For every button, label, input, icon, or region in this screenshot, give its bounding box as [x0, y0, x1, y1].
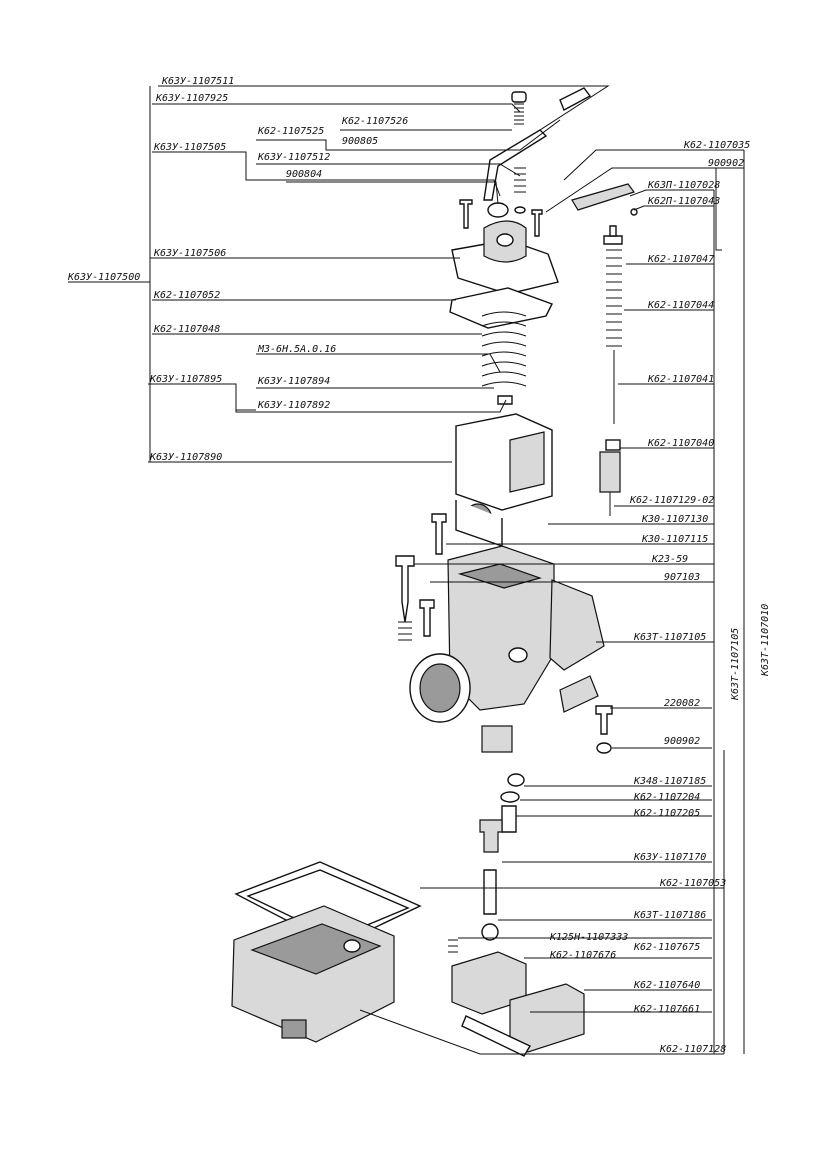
o-ring — [507, 773, 525, 787]
needle-clip — [497, 395, 513, 405]
float-pin — [448, 939, 458, 953]
screw-left — [459, 199, 473, 229]
label-r8: К62-1107040 — [647, 438, 714, 449]
pin — [630, 208, 638, 216]
choke-lever — [483, 129, 548, 201]
label-r6: К62-1107044 — [647, 300, 714, 311]
throttle-valve-spring — [481, 311, 527, 387]
label-l9: К63У-1107506 — [153, 248, 226, 259]
label-r19: К62-1107205 — [633, 808, 700, 819]
needle-jet — [501, 805, 517, 833]
label-r9: К62-1107129-02 — [629, 495, 714, 506]
small-spring — [514, 167, 526, 193]
label-l4: К62-1107525 — [257, 126, 324, 137]
carburetor-body — [409, 545, 605, 753]
mixing-chamber-cover — [451, 220, 559, 295]
washer-a — [500, 791, 520, 803]
label-l16: К63У-1107892 — [257, 400, 330, 411]
mixture-screw — [419, 599, 435, 637]
label-r7: К62-1107041 — [647, 374, 714, 385]
label-r4: К62П-1107043 — [647, 196, 720, 207]
label-vertical-2: К63Т-1107010 — [760, 604, 771, 677]
label-r5: К62-1107047 — [647, 254, 714, 265]
label-l7: К63У-1107512 — [257, 152, 330, 163]
main-jet — [481, 923, 499, 941]
label-r3: К63П-1107028 — [647, 180, 720, 191]
leader-lines — [68, 85, 745, 1055]
label-l1: К63У-1107511 — [161, 76, 234, 87]
float-bowl — [231, 861, 422, 1043]
label-r26: К62-1107640 — [633, 980, 700, 991]
label-l2: К63У-1107925 — [155, 93, 228, 104]
float-right — [461, 983, 585, 1057]
label-r13: 907103 — [664, 572, 700, 583]
label-l3: К62-1107526 — [341, 116, 408, 127]
jet-holder — [479, 819, 503, 915]
label-l14: К63У-1107895 — [149, 374, 222, 385]
label-l15: К63У-1107894 — [257, 376, 330, 387]
small-nut — [487, 202, 509, 218]
label-l6: К63У-1107505 — [153, 142, 226, 153]
label-r10: К30-1107130 — [641, 514, 708, 525]
label-r16: 900902 — [664, 736, 700, 747]
choke-needle-assembly — [599, 225, 623, 516]
throttle-slide — [455, 413, 553, 547]
label-vertical-1: К63Т-1107105 — [730, 628, 741, 701]
label-r11: К30-1107115 — [641, 534, 708, 545]
label-r1: К62-1107035 — [683, 140, 750, 151]
idle-jet — [431, 513, 447, 555]
label-r21: К62-1107053 — [659, 878, 726, 889]
label-l8: 900804 — [286, 169, 322, 180]
label-r25: К62-1107676 — [549, 950, 616, 961]
label-l13: М3-6Н.5А.0.16 — [257, 344, 336, 355]
label-l17: К63У-1107890 — [149, 452, 222, 463]
label-r2: 900902 — [708, 158, 744, 169]
idle-spring — [398, 621, 412, 641]
label-r28: К62-1107128 — [659, 1044, 726, 1055]
part-labels: К63У-1107511 К63У-1107925 К62-1107526 К6… — [67, 76, 771, 1055]
label-l10: К63У-1107500 — [67, 272, 140, 283]
parts-drawing — [231, 87, 638, 1057]
label-r12: К23-59 — [651, 554, 688, 565]
screw-right — [531, 209, 543, 237]
cover-gasket — [449, 287, 553, 329]
label-r23: К125Н-1107333 — [549, 932, 628, 943]
label-r24: К62-1107675 — [633, 942, 700, 953]
cable-bracket — [559, 87, 592, 111]
ring-washer — [596, 742, 612, 754]
idle-screw — [395, 555, 415, 623]
top-adjust-screw — [511, 91, 527, 125]
label-l5: 900805 — [342, 136, 378, 147]
choke-plunger-lever — [571, 183, 635, 211]
label-r27: К62-1107661 — [633, 1004, 700, 1015]
label-r14: К63Т-1107105 — [633, 632, 706, 643]
small-washer — [514, 206, 526, 214]
label-r18: К62-1107204 — [633, 792, 700, 803]
label-r17: К348-1107185 — [633, 776, 706, 787]
label-r22: К63Т-1107186 — [633, 910, 706, 921]
label-l11: К62-1107052 — [153, 290, 220, 301]
label-r15: 220082 — [664, 698, 700, 709]
label-l12: К62-1107048 — [153, 324, 220, 335]
air-screw — [595, 705, 613, 735]
label-r20: К63У-1107170 — [633, 852, 706, 863]
